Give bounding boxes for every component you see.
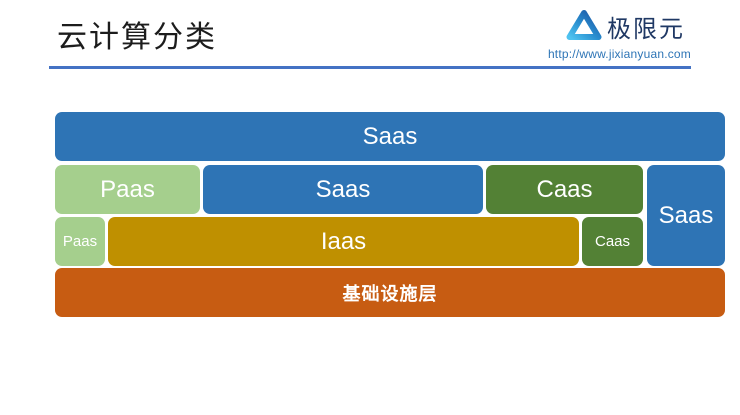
- diagram-box-iaas: Iaas: [108, 217, 579, 266]
- box-label: Paas: [62, 233, 98, 250]
- box-label: Caas: [594, 233, 631, 250]
- diagram-box-saas-top: Saas: [55, 112, 725, 161]
- logo: 极限元: [566, 8, 685, 44]
- box-label: Saas: [362, 122, 418, 150]
- diagram-box-infrastructure-layer: 基础设施层: [55, 268, 725, 317]
- diagram-box-caas-small: Caas: [582, 217, 643, 266]
- logo-name: 极限元: [607, 15, 685, 43]
- box-label: Saas: [315, 175, 371, 203]
- box-label: 基础设施层: [342, 283, 438, 304]
- page-title: 云计算分类: [57, 21, 217, 54]
- diagram-box-saas-right: Saas: [647, 165, 725, 266]
- diagram-box-saas-mid: Saas: [203, 165, 483, 214]
- diagram-box-caas-mid: Caas: [486, 165, 643, 214]
- title-underline: [49, 66, 691, 69]
- logo-url: http://www.jixianyuan.com: [547, 47, 691, 61]
- logo-triangle-icon: [566, 8, 602, 44]
- diagram-box-paas-mid: Paas: [55, 165, 200, 214]
- box-label: Paas: [100, 175, 155, 203]
- box-label: Iaas: [320, 227, 367, 255]
- box-label: Saas: [658, 201, 714, 229]
- box-label: Caas: [536, 175, 593, 203]
- diagram-box-paas-small: Paas: [55, 217, 105, 266]
